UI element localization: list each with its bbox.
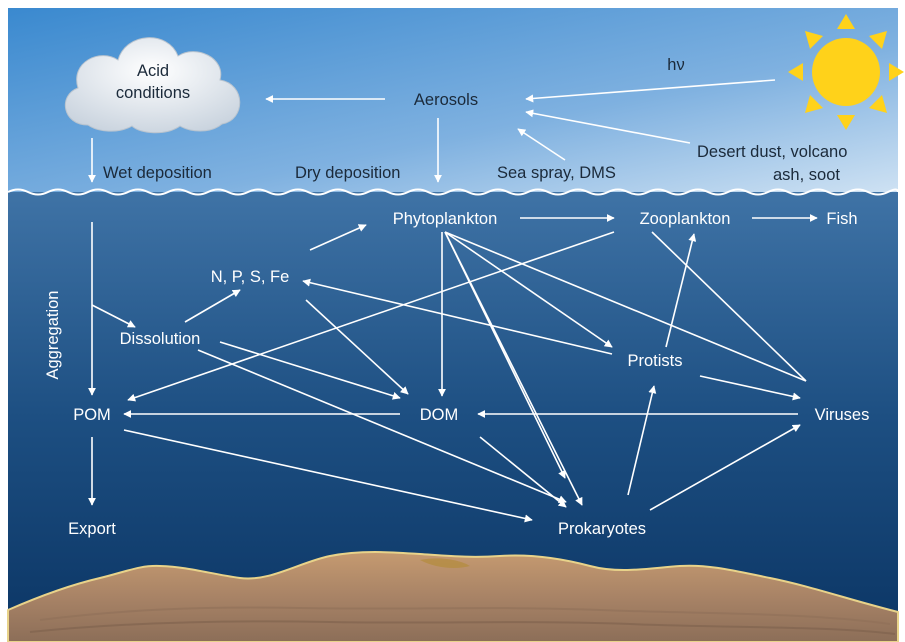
arrow-prokaryotes-to-protists bbox=[627, 385, 657, 496]
arrow-dissolution-to-dom bbox=[219, 341, 401, 400]
label-zooplankton: Zooplankton bbox=[640, 210, 731, 228]
label-desert-dust-line1: Desert dust, volcano bbox=[697, 143, 847, 161]
arrow-phytoplankton-to-prokaryotes-b bbox=[444, 231, 566, 479]
arrow-sun-to-aerosols bbox=[525, 79, 776, 103]
acid-cloud-icon bbox=[64, 37, 241, 134]
sea-surface-line bbox=[7, 188, 899, 196]
label-sea-spray: Sea spray, DMS bbox=[497, 164, 616, 182]
arrow-dissolution-to-prokaryotes bbox=[197, 349, 567, 503]
label-wet-deposition: Wet deposition bbox=[103, 164, 212, 182]
seafloor bbox=[7, 551, 899, 642]
label-aerosols: Aerosols bbox=[414, 91, 478, 109]
label-nutrients: N, P, S, Fe bbox=[211, 268, 290, 286]
arrow-nutrients-to-phytoplankton bbox=[309, 224, 367, 251]
label-viruses: Viruses bbox=[815, 406, 870, 424]
arrow-dust-to-aerosols bbox=[525, 109, 691, 144]
cloud-label-line1: Acid bbox=[137, 62, 169, 80]
arrow-zooplankton-line-to-viruses bbox=[651, 231, 807, 382]
arrow-protists-to-zooplankton bbox=[665, 233, 697, 348]
arrow-prokaryotes-to-viruses bbox=[649, 424, 801, 511]
label-aggregation: Aggregation bbox=[44, 291, 62, 380]
arrow-to-dissolution bbox=[91, 304, 136, 328]
label-dissolution: Dissolution bbox=[120, 330, 201, 348]
arrow-pom-to-prokaryotes bbox=[123, 429, 533, 523]
arrow-seaspray-to-aerosols bbox=[517, 128, 566, 161]
arrow-phytoplankton-to-protists bbox=[444, 231, 613, 348]
label-sunlight: hν bbox=[667, 56, 684, 74]
label-pom: POM bbox=[73, 406, 111, 424]
label-dry-deposition: Dry deposition bbox=[295, 164, 400, 182]
label-fish: Fish bbox=[826, 210, 857, 228]
arrow-protists-to-nutrients bbox=[302, 278, 613, 355]
arrow-phytoplankton-to-viruses bbox=[444, 231, 807, 382]
label-export: Export bbox=[68, 520, 116, 538]
arrow-nutrients-to-dom bbox=[305, 299, 409, 395]
label-phytoplankton: Phytoplankton bbox=[393, 210, 498, 228]
arrow-zooplankton-to-pom bbox=[127, 231, 615, 402]
cloud-label-line2: conditions bbox=[116, 84, 190, 102]
label-dom: DOM bbox=[420, 406, 459, 424]
label-desert-dust-line2: ash, soot bbox=[773, 166, 840, 184]
arrow-dissolution-to-nutrients bbox=[184, 289, 241, 323]
arrow-protists-to-viruses bbox=[699, 375, 801, 401]
label-prokaryotes: Prokaryotes bbox=[558, 520, 646, 538]
sun-icon bbox=[788, 14, 904, 130]
arrow-dom-to-prokaryotes bbox=[479, 436, 567, 508]
label-protists: Protists bbox=[627, 352, 682, 370]
